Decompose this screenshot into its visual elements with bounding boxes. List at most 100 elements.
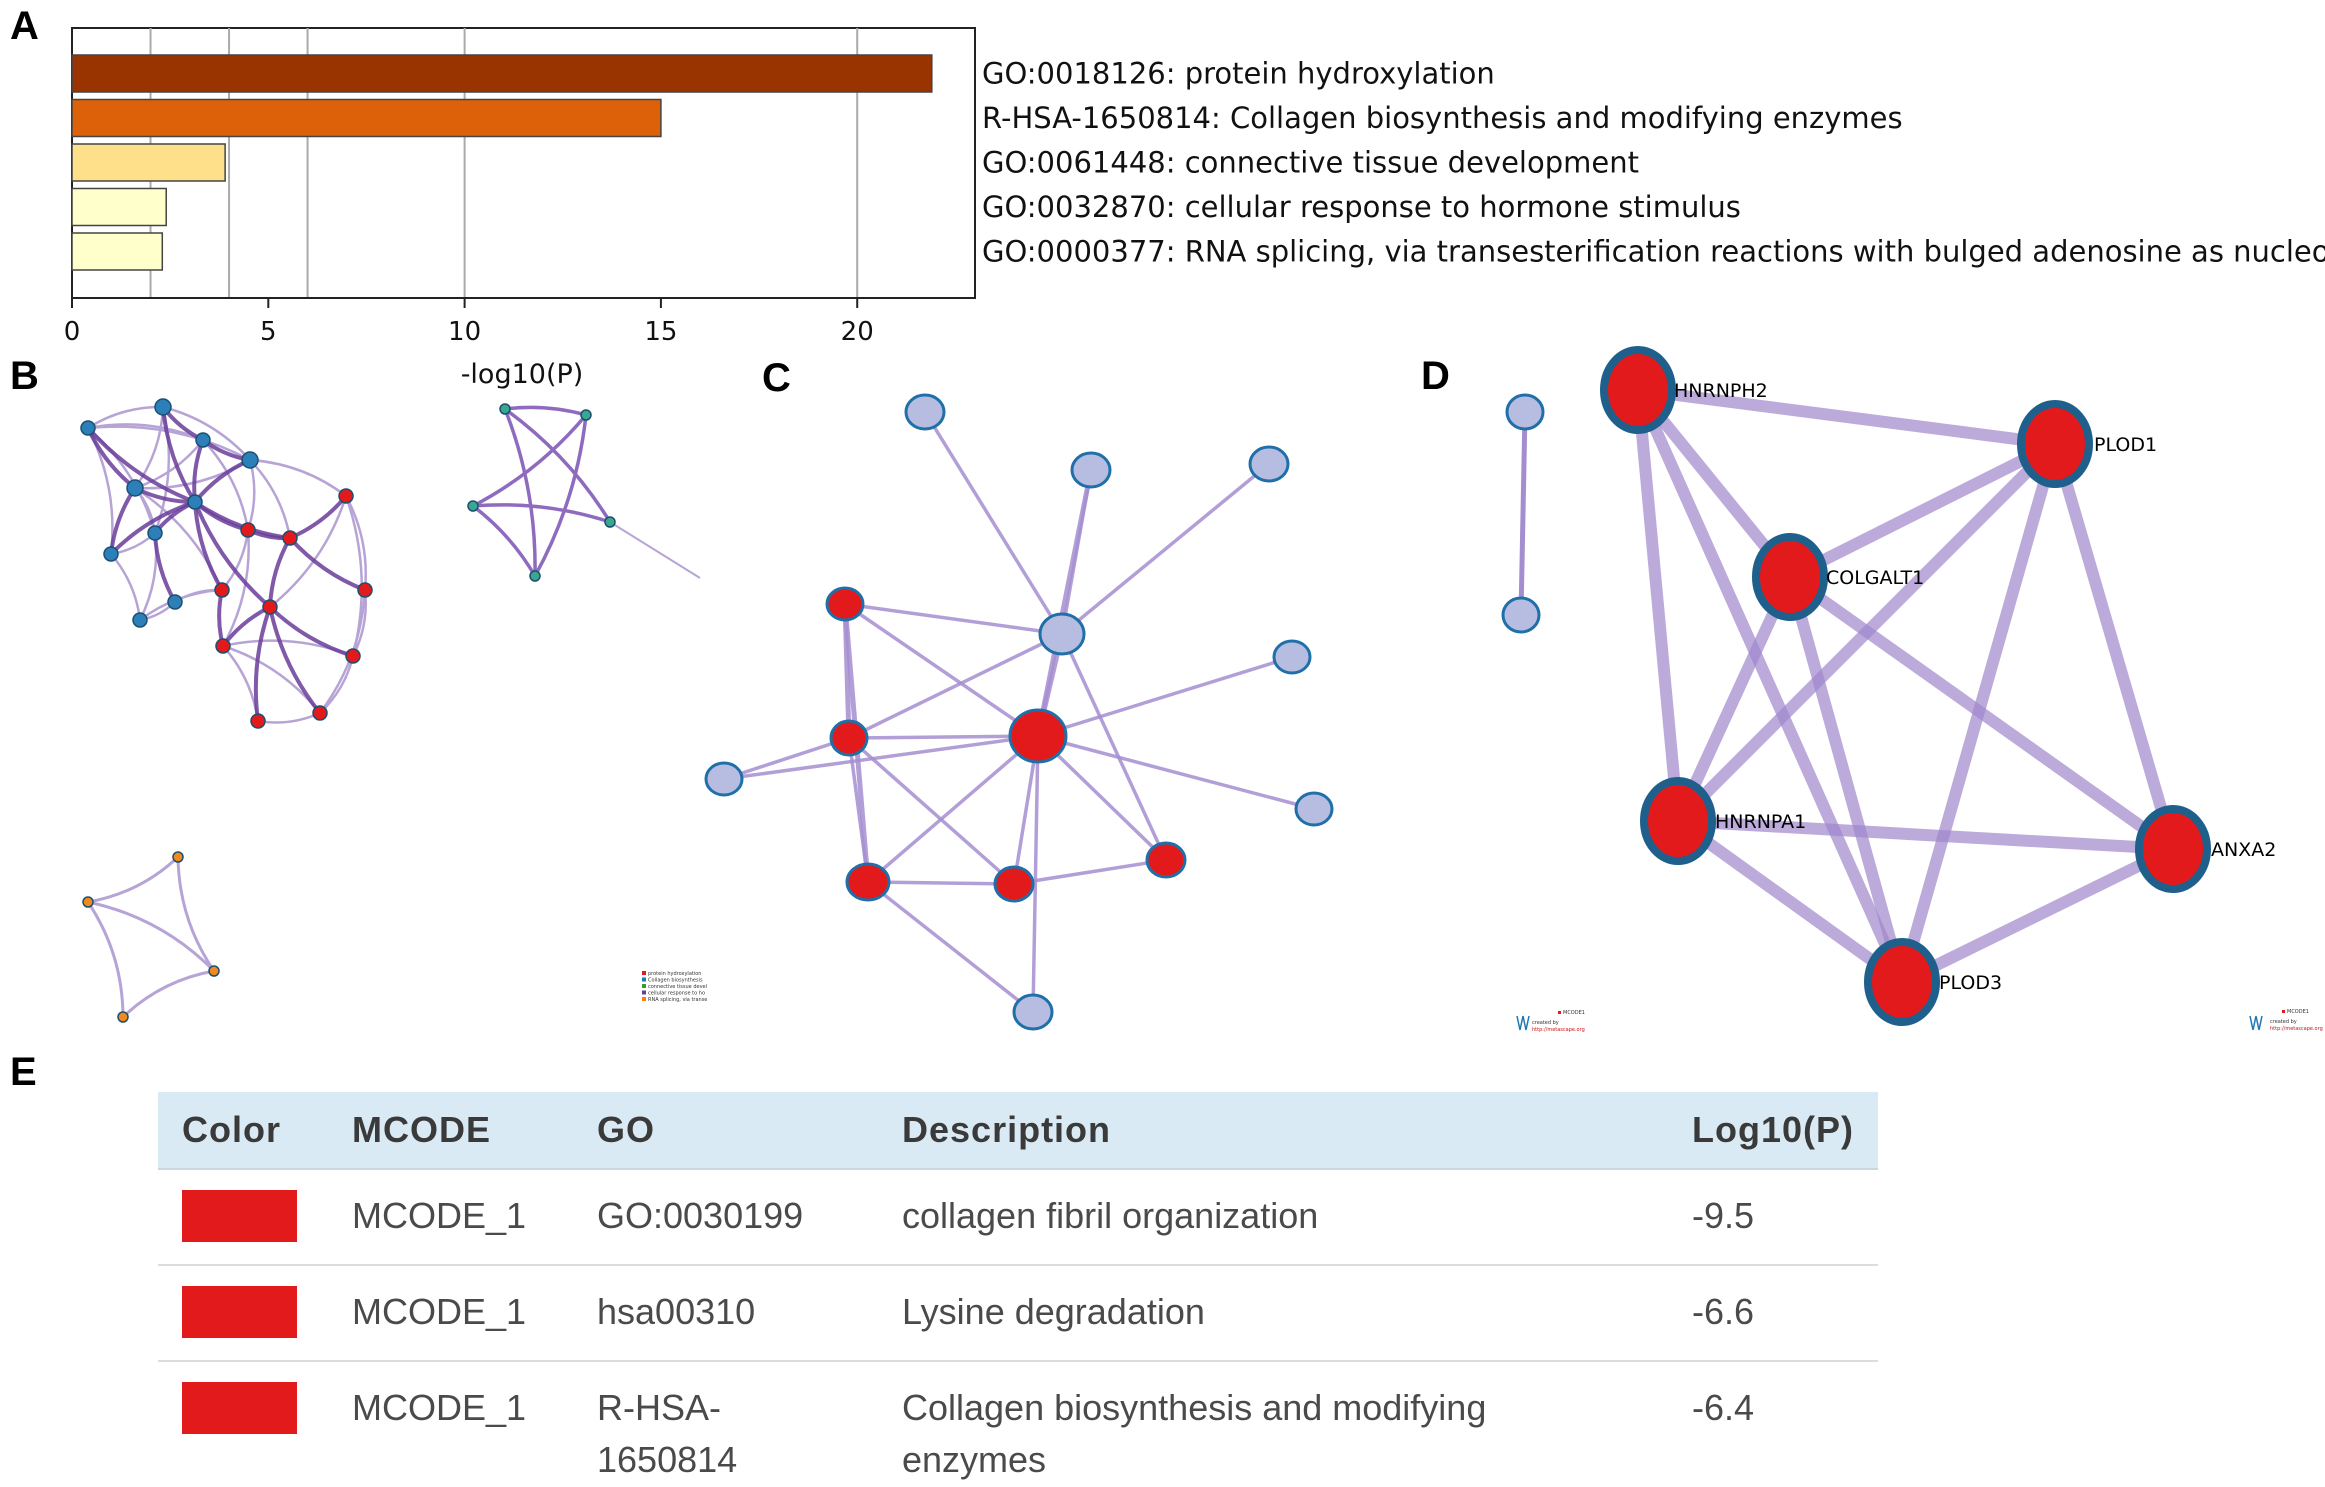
panel-label-a: A [10,4,39,48]
legend-label-left: MCODE1 [1563,1010,1585,1016]
network-edge [1013,858,1167,886]
network-edge [176,856,216,972]
network-edge [133,406,165,489]
node-label: HNRNPA1 [1715,811,1806,833]
network-edge [87,900,216,973]
network-edge [86,426,196,504]
network-node [1248,445,1290,483]
network-edge [217,589,225,647]
legend-swatch-right [2282,1010,2285,1013]
network-node [1600,346,1676,434]
network-node [2135,805,2211,893]
legend-swatch-left [1558,1011,1561,1014]
network-node [103,546,119,562]
cell-go: hsa00310 [597,1291,756,1332]
network-node [1038,612,1086,656]
x-tick-label: 10 [448,317,481,347]
network-node [1501,596,1541,634]
legend-swatch [642,977,646,982]
network-node [580,409,592,421]
network-node [80,420,96,436]
network-node [282,530,298,546]
node-label: PLOD1 [2094,434,2157,456]
network-node [604,516,616,528]
network-b [80,398,701,1023]
network-edge [1632,387,1908,985]
x-tick-label: 0 [64,317,81,347]
network-edge [533,414,588,577]
cell-log10p: -6.4 [1692,1387,1755,1428]
color-swatch [182,1190,297,1242]
network-node [208,965,220,977]
node-label: HNRNPH2 [1674,380,1768,402]
network-node [1294,791,1334,827]
legend-swatch [642,984,646,988]
network-edge [609,521,701,579]
network-edge [193,501,224,592]
network-edge [109,500,196,556]
category-label: GO:0000377: RNA splicing, via transester… [982,235,2325,269]
network-edge [87,855,180,904]
bar [71,98,662,138]
legend-swatch [642,971,646,975]
legend-swatch [642,997,646,1001]
network-edge [923,411,1064,635]
network-edge [1060,462,1271,636]
network-node [187,494,203,510]
network-edge [844,602,1063,636]
network-edge [844,602,1039,738]
network-node [829,719,869,757]
network-node [241,451,259,469]
category-label: R-HSA-1650814: Collagen biosynthesis and… [982,101,1903,135]
network-edge [504,405,587,417]
cell-description-line2: enzymes [902,1439,1047,1480]
network-node [2017,400,2093,488]
network-edge [249,458,347,497]
metascape-logo-icon [2249,1015,2263,1031]
network-edge [503,407,612,523]
panel-label-d: D [1421,354,1450,398]
category-label: GO:0061448: connective tissue developmen… [982,146,1639,180]
bar [71,143,226,182]
network-node [132,612,148,628]
header-description: Description [902,1109,1112,1150]
network-node [1272,639,1312,675]
network-node [214,582,230,598]
network-edge [110,553,142,621]
network-edge [1037,655,1293,738]
network-node [1145,841,1187,879]
credit-url-left: http://metascape.org [1532,1027,1585,1033]
bar [71,232,164,271]
network-edge [867,880,1015,886]
network-edge [848,632,1063,740]
network-edge [866,734,1040,884]
metascape-credit: MCODE1 created by http://metascape.org M… [1516,1009,2323,1033]
cell-description: Lysine degradation [902,1291,1205,1332]
network-node [529,570,541,582]
network-edge [847,737,870,883]
network-edge [848,734,1039,740]
network-edge [268,537,292,608]
table-row: MCODE_1 R-HSA- 1650814 Collagen biosynth… [158,1362,1878,1480]
x-axis-label: -log10(P) [461,359,584,390]
network-edge [1060,633,1168,861]
legend-swatch [642,990,646,995]
network-node [1008,708,1068,764]
cell-log10p: -6.6 [1692,1291,1755,1332]
table-row: MCODE_1 hsa00310 Lysine degradation -6.6 [158,1266,1878,1362]
cell-log10p: -9.5 [1692,1195,1755,1236]
network-node [312,705,328,721]
legend-label: RNA splicing, via transe [648,997,707,1003]
network-edge [253,606,272,722]
network-edge [162,405,251,461]
network-edge [2049,442,2179,851]
network-edge [86,901,125,1018]
legend-label: cellular response to ho [648,991,705,997]
network-edge [344,495,367,591]
network-edge [1677,815,2174,855]
network-edge [472,413,588,508]
cell-mcode: MCODE_1 [352,1291,527,1332]
network-edge [1060,469,1093,635]
network-node [345,648,361,664]
